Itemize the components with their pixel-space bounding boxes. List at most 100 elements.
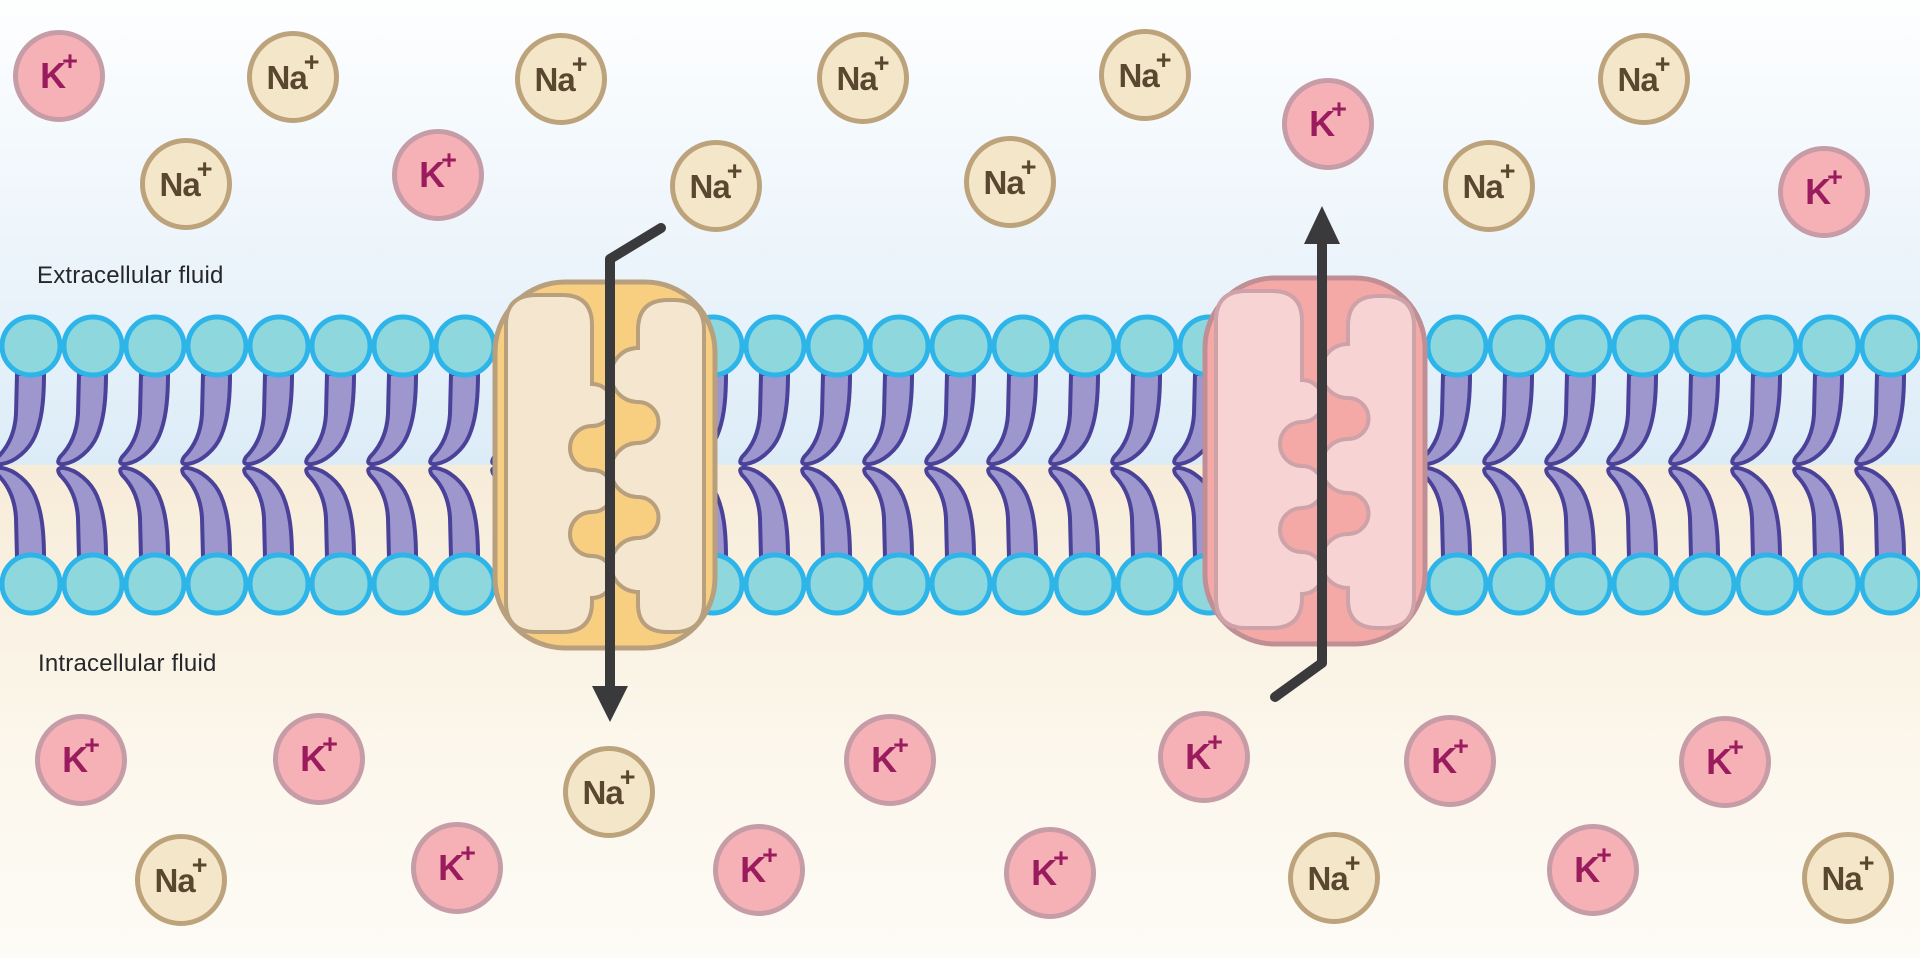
phospholipid-head — [1611, 552, 1675, 616]
potassium-ion: K+ — [13, 30, 105, 122]
sodium-channel-flow-arrow — [592, 223, 666, 722]
potassium-ion: K+ — [1282, 78, 1374, 170]
sodium-ion: Na+ — [1288, 832, 1380, 924]
ion-flow-arrows — [592, 206, 1340, 722]
sodium-ion: Na+ — [1598, 33, 1690, 125]
phospholipid-bilayer — [0, 314, 1920, 616]
phospholipid-head — [805, 552, 869, 616]
sodium-ion: Na+ — [247, 31, 339, 123]
phospholipid-tail — [180, 372, 232, 467]
phospholipid-head — [1673, 314, 1737, 378]
phospholipid-tail — [986, 372, 1038, 467]
phospholipid-tail — [1420, 465, 1472, 560]
phospholipid-tail — [0, 465, 46, 560]
phospholipid-tail — [738, 465, 790, 560]
phospholipid-tail — [1792, 465, 1844, 560]
phospholipid-tail — [1730, 372, 1782, 467]
phospholipid-head — [1053, 314, 1117, 378]
phospholipid-head — [1797, 552, 1861, 616]
phospholipid-head — [1549, 314, 1613, 378]
potassium-channel-right-subunit — [1319, 294, 1416, 630]
phospholipid-tail — [924, 465, 976, 560]
phospholipid-tail — [1048, 372, 1100, 467]
phospholipid-head — [1115, 314, 1179, 378]
phospholipid-tail — [862, 465, 914, 560]
phospholipid-head — [1611, 314, 1675, 378]
phospholipid-tail — [800, 465, 852, 560]
phospholipid-head — [61, 314, 125, 378]
potassium-ion: K+ — [1158, 711, 1250, 803]
sodium-ion: Na+ — [817, 32, 909, 124]
phospholipid-head — [309, 552, 373, 616]
potassium-ion: K+ — [35, 714, 127, 806]
phospholipid-tail — [1668, 465, 1720, 560]
potassium-ion: K+ — [1004, 827, 1096, 919]
phospholipid-head — [1859, 314, 1920, 378]
sodium-ion: Na+ — [1802, 832, 1894, 924]
phospholipid-tail — [1482, 372, 1534, 467]
phospholipid-head — [1549, 552, 1613, 616]
channel-proteins — [492, 275, 1428, 651]
phospholipid-tail — [738, 372, 790, 467]
phospholipid-tail — [242, 372, 294, 467]
phospholipid-head — [433, 314, 497, 378]
phospholipid-head — [1735, 314, 1799, 378]
potassium-channel-protein — [1202, 275, 1428, 647]
phospholipid-head — [929, 552, 993, 616]
intracellular-fluid-label: Intracellular fluid — [38, 650, 217, 677]
phospholipid-head — [867, 314, 931, 378]
phospholipid-tail — [1048, 465, 1100, 560]
phospholipid-tail — [1420, 372, 1472, 467]
phospholipid-tail — [366, 465, 418, 560]
phospholipid-tail — [1792, 372, 1844, 467]
phospholipid-head — [1053, 552, 1117, 616]
potassium-ion: K+ — [1404, 715, 1496, 807]
phospholipid-head — [0, 552, 63, 616]
phospholipid-head — [929, 314, 993, 378]
sodium-ion: Na+ — [135, 834, 227, 926]
extracellular-fluid-label: Extracellular fluid — [37, 262, 224, 289]
phospholipid-tail — [1606, 372, 1658, 467]
phospholipid-head — [991, 314, 1055, 378]
phospholipid-tail — [1854, 465, 1906, 560]
phospholipid-tail — [1730, 465, 1782, 560]
phospholipid-tail — [118, 372, 170, 467]
sodium-ion: Na+ — [1443, 140, 1535, 232]
phospholipid-tail — [56, 465, 108, 560]
phospholipid-tail — [924, 372, 976, 467]
potassium-ion: K+ — [1778, 146, 1870, 238]
phospholipid-tail — [1110, 465, 1162, 560]
sodium-channel-right-subunit — [609, 298, 706, 634]
phospholipid-tail — [304, 372, 356, 467]
potassium-ion: K+ — [392, 129, 484, 221]
potassium-ion: K+ — [411, 822, 503, 914]
phospholipid-tail — [56, 372, 108, 467]
phospholipid-tail — [304, 465, 356, 560]
phospholipid-tail — [428, 372, 480, 467]
phospholipid-head — [1673, 552, 1737, 616]
phospholipid-head — [1425, 314, 1489, 378]
potassium-channel-flow-arrow — [1270, 206, 1340, 702]
phospholipid-head — [1115, 552, 1179, 616]
phospholipid-head — [991, 552, 1055, 616]
phospholipid-head — [185, 552, 249, 616]
phospholipid-head — [743, 314, 807, 378]
phospholipid-head — [371, 314, 435, 378]
phospholipid-head — [61, 552, 125, 616]
phospholipid-tail — [1854, 372, 1906, 467]
phospholipid-tail — [800, 372, 852, 467]
sodium-ion: Na+ — [563, 746, 655, 838]
phospholipid-head — [371, 552, 435, 616]
phospholipid-tail — [366, 372, 418, 467]
phospholipid-head — [1425, 552, 1489, 616]
potassium-ion: K+ — [273, 713, 365, 805]
phospholipid-tail — [242, 465, 294, 560]
phospholipid-head — [1735, 552, 1799, 616]
phospholipid-tail — [986, 465, 1038, 560]
phospholipid-head — [309, 314, 373, 378]
phospholipid-head — [805, 314, 869, 378]
phospholipid-head — [123, 552, 187, 616]
arrowhead-icon — [592, 686, 628, 722]
